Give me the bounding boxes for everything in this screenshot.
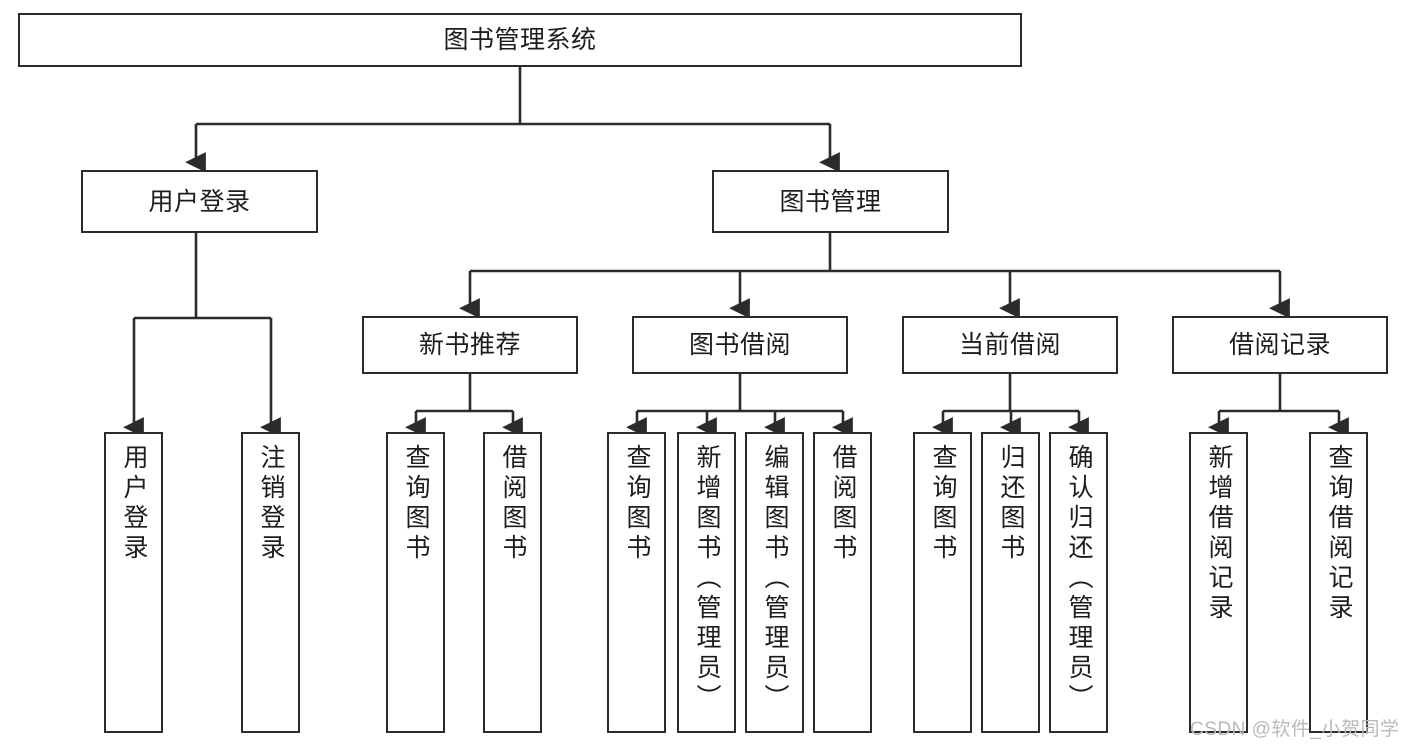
node-label: 查询图书 [402, 444, 430, 564]
node-label: 图书管理系统 [443, 26, 597, 54]
node-new-book-recommend[interactable]: 新书推荐 [362, 316, 578, 374]
node-label: 编辑图书（管理员） [761, 444, 789, 714]
leaf-borrow-book-new[interactable]: 借阅图书 [483, 432, 542, 733]
leaf-add-book-admin[interactable]: 新增图书（管理员） [677, 432, 736, 733]
node-book-borrow[interactable]: 图书借阅 [632, 316, 848, 374]
leaf-user-login[interactable]: 用户登录 [104, 432, 163, 733]
node-root-book-management-system[interactable]: 图书管理系统 [18, 13, 1022, 67]
node-label: 借阅图书 [499, 444, 527, 564]
node-borrow-record[interactable]: 借阅记录 [1172, 316, 1388, 374]
node-label: 借阅记录 [1228, 331, 1331, 359]
node-label: 用户登录 [148, 187, 251, 216]
leaf-edit-book-admin[interactable]: 编辑图书（管理员） [745, 432, 804, 733]
node-label: 图书借阅 [688, 331, 791, 359]
leaf-add-borrow-record[interactable]: 新增借阅记录 [1189, 432, 1248, 733]
leaf-query-book-borrow[interactable]: 查询图书 [607, 432, 666, 733]
node-label: 借阅图书 [829, 444, 857, 564]
node-label: 新增图书（管理员） [693, 444, 721, 714]
node-label: 新增借阅记录 [1205, 444, 1233, 624]
node-book-management[interactable]: 图书管理 [712, 170, 949, 233]
leaf-borrow-book[interactable]: 借阅图书 [813, 432, 872, 733]
node-label: 查询借阅记录 [1325, 444, 1353, 624]
node-label: 图书管理 [779, 187, 882, 216]
node-current-borrow[interactable]: 当前借阅 [902, 316, 1118, 374]
leaf-confirm-return-admin[interactable]: 确认归还（管理员） [1049, 432, 1108, 733]
leaf-logout[interactable]: 注销登录 [241, 432, 300, 733]
leaf-return-book[interactable]: 归还图书 [981, 432, 1040, 733]
node-label: 注销登录 [257, 444, 285, 564]
node-user-login[interactable]: 用户登录 [81, 170, 318, 233]
node-label: 查询图书 [929, 444, 957, 564]
leaf-query-book-current[interactable]: 查询图书 [913, 432, 972, 733]
node-label: 当前借阅 [958, 331, 1061, 359]
watermark: CSDN @软件_小贺同学 [1190, 719, 1400, 740]
node-label: 新书推荐 [418, 331, 521, 359]
node-label: 用户登录 [120, 444, 148, 564]
node-label: 查询图书 [623, 444, 651, 564]
node-label: 确认归还（管理员） [1065, 444, 1093, 714]
leaf-query-book-new[interactable]: 查询图书 [386, 432, 445, 733]
leaf-query-borrow-record[interactable]: 查询借阅记录 [1309, 432, 1368, 733]
node-label: 归还图书 [997, 444, 1025, 564]
